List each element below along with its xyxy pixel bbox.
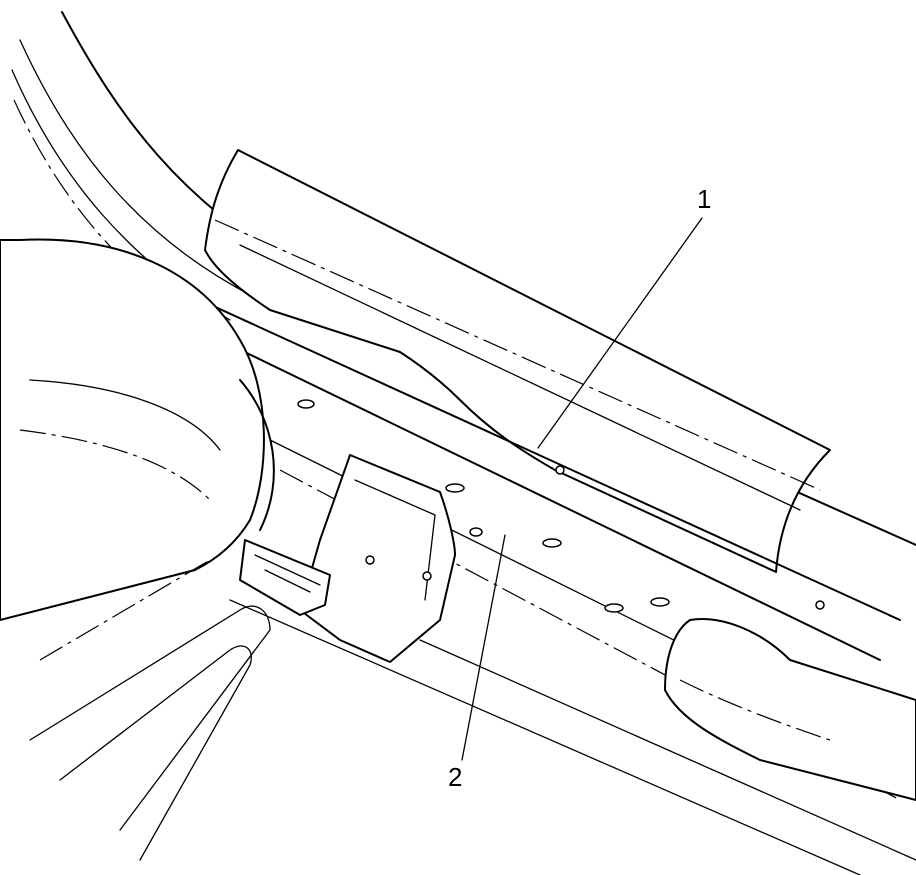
tire-dashed [19,429,211,501]
clip-hole-1 [365,555,375,565]
clip-hole-2 [422,571,432,581]
floor-contour-2 [59,645,252,861]
sill-hole-3 [542,538,562,548]
sill-hole-2 [445,483,465,493]
leader-line-2 [461,534,506,761]
sill-hole-5 [650,597,670,607]
sill-hole-7 [815,600,825,610]
rear-grommet-dashed [679,679,831,741]
floor-contour-dashed [39,559,211,661]
sill-hole-6 [555,465,565,475]
callout-1: 1 [697,184,712,214]
retainer-clip-detail [254,554,321,593]
sill-plate-top [199,299,901,621]
tire-inner [29,379,221,451]
leader-line-1 [537,217,703,449]
roof-curve-inner [19,39,261,301]
trim-inner-line [239,244,801,511]
tire [0,238,265,621]
sill-plate-mid [219,339,881,661]
floor-line-1 [229,599,861,875]
floor-line-2 [419,639,916,861]
sill-hole-4 [604,603,624,613]
floor-contour-1 [29,605,271,831]
sill-trim-panel [204,149,831,573]
rear-grommet [664,618,916,801]
callout-2: 2 [448,762,463,792]
clip-bracket [299,454,456,663]
tire-sidewall [239,379,275,531]
sill-hole-8 [469,527,483,537]
trim-dashed-edge [214,219,821,491]
sill-hole-1 [297,399,315,409]
